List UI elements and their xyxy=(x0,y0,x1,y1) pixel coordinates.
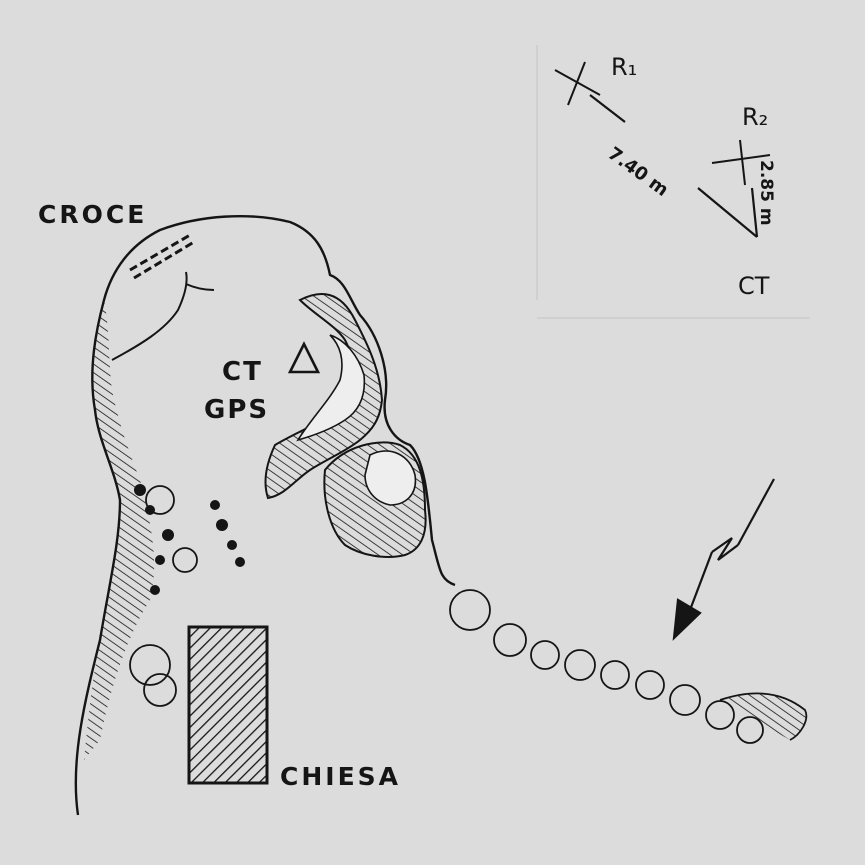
ct-inset-label: CT xyxy=(738,272,770,300)
distance-r2-label: 2.85 m xyxy=(756,160,776,226)
chiesa-label: CHIESA xyxy=(280,762,402,791)
church-icon xyxy=(187,625,269,785)
north-arrow-icon xyxy=(672,478,775,641)
r1-crosshair-icon xyxy=(554,61,601,106)
r1-label: R₁ xyxy=(611,53,638,81)
r2-crosshair-icon xyxy=(711,139,771,186)
right-ridge xyxy=(719,692,808,741)
station-triangle-icon xyxy=(287,341,321,374)
central-rock-light xyxy=(296,334,366,442)
cliff-shading-left xyxy=(84,300,155,760)
ridge-line xyxy=(111,271,215,361)
outcrop-outline xyxy=(74,214,456,816)
r2-label: R₂ xyxy=(742,103,769,131)
inset-frame xyxy=(536,45,810,319)
inset-lines xyxy=(589,94,759,238)
croce-wall xyxy=(129,233,195,280)
ct-label: CT xyxy=(222,357,263,387)
gps-label: GPS xyxy=(204,395,270,425)
croce-label: CROCE xyxy=(38,200,148,229)
cloud-bushes xyxy=(129,485,764,744)
bushes xyxy=(134,484,245,595)
lower-rock-top xyxy=(364,450,417,506)
